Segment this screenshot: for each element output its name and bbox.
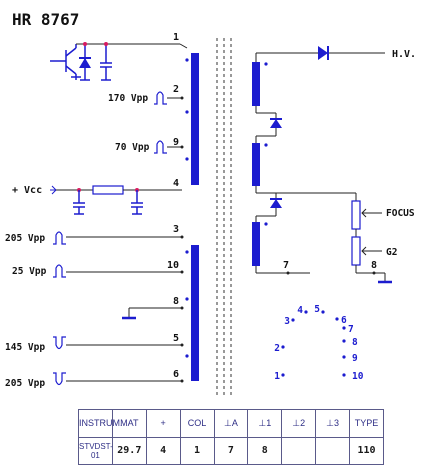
negative-pulse-icon xyxy=(53,336,66,350)
header-col: COL xyxy=(179,409,215,438)
pin-1-label: 1 xyxy=(173,32,179,43)
hv-secondary xyxy=(252,46,385,275)
socket-pin-label: 3 xyxy=(284,316,290,327)
value-ground-2 xyxy=(281,436,317,465)
socket-pin-dot xyxy=(342,339,346,343)
socket-pin-label: 8 xyxy=(352,337,358,348)
pin-10-label: 10 xyxy=(167,260,179,271)
focus-g2-divider xyxy=(256,192,392,284)
header-type: TYPE xyxy=(349,409,384,438)
pulse-pin6-label: 205 Vpp xyxy=(5,378,45,389)
hv-output-label: H.V. xyxy=(392,49,416,60)
auxiliary-winding xyxy=(191,245,199,381)
pulse-pin2-label: 170 Vpp xyxy=(108,93,148,104)
value-plus: 4 xyxy=(145,436,181,465)
positive-pulse-icon xyxy=(53,264,66,278)
focus-label: FOCUS xyxy=(386,208,415,219)
header-mat: MAT xyxy=(111,409,147,438)
header-ground-1: ⊥1 xyxy=(247,409,283,438)
supply-resistor xyxy=(92,185,124,195)
socket-pin-label: 10 xyxy=(352,371,364,382)
socket-pin-label: 5 xyxy=(314,304,320,315)
positive-pulse-icon xyxy=(154,91,167,105)
spec-table-value-row: STVDST-01 29.7 4 1 7 8 110 xyxy=(78,436,384,465)
switch-transistor xyxy=(50,44,81,80)
socket-pin-label: 6 xyxy=(341,315,347,326)
socket-pin-dot xyxy=(342,355,346,359)
socket-pin-dot xyxy=(342,326,346,330)
header-ground-3: ⊥3 xyxy=(315,409,350,438)
pin-6-label: 6 xyxy=(173,369,179,380)
tuning-capacitor xyxy=(100,44,112,81)
value-instrument: STVDST-01 xyxy=(78,436,113,465)
socket-pin-dot xyxy=(321,310,325,314)
focus-resistor xyxy=(351,200,361,230)
g2-label: G2 xyxy=(386,247,397,258)
socket-pin-label: 4 xyxy=(297,305,303,316)
value-ground-1: 8 xyxy=(247,436,283,465)
part-title: HR 8767 xyxy=(12,10,79,29)
spec-table: INSTRUM. MAT + COL ⊥A ⊥1 ⊥2 ⊥3 TYPE STVD… xyxy=(78,409,384,465)
value-type: 110 xyxy=(349,436,384,465)
pin-3-label: 3 xyxy=(173,224,179,235)
pin-9-label: 9 xyxy=(173,137,179,148)
header-plus: + xyxy=(145,409,181,438)
pulse-pin9-label: 70 Vpp xyxy=(115,142,150,153)
pin-4-label: 4 xyxy=(173,178,179,189)
socket-pin-dot xyxy=(304,310,308,314)
pin-2-label: 2 xyxy=(173,84,179,95)
pin-5-label: 5 xyxy=(173,333,179,344)
socket-pin-dot xyxy=(291,318,295,322)
positive-pulse-icon xyxy=(53,231,66,245)
header-ground-2: ⊥2 xyxy=(281,409,317,438)
value-ground-a: 7 xyxy=(213,436,249,465)
socket-pin-dot xyxy=(342,373,346,377)
header-instrument: INSTRUM. xyxy=(78,409,123,438)
socket-pin-dot xyxy=(281,345,285,349)
positive-pulse-icon xyxy=(154,140,167,154)
damper-diode xyxy=(79,44,91,81)
hv-pin7-label: 7 xyxy=(283,260,289,271)
value-mat: 29.7 xyxy=(111,436,147,465)
vcc-label: + Vcc xyxy=(12,185,42,196)
header-ground-a: ⊥A xyxy=(213,409,249,438)
socket-pin-dot xyxy=(281,373,285,377)
pin-8-label: 8 xyxy=(173,296,179,307)
primary-winding xyxy=(191,53,199,185)
socket-pin-dot xyxy=(335,317,339,321)
vcc-supply-line xyxy=(50,185,182,215)
socket-pin-label: 9 xyxy=(352,353,358,364)
hv-rectifier-diode xyxy=(318,46,328,60)
negative-pulse-icon xyxy=(53,372,66,386)
value-ground-3 xyxy=(315,436,350,465)
transformer-core xyxy=(216,38,232,398)
socket-pin-label: 2 xyxy=(274,343,280,354)
socket-pin-label: 7 xyxy=(348,324,354,335)
pulse-pin5-label: 145 Vpp xyxy=(5,342,45,353)
pin8-ground xyxy=(122,306,184,320)
pulse-pin3-label: 205 Vpp xyxy=(5,233,45,244)
g2-resistor xyxy=(351,236,361,266)
g2-pin8-label: 8 xyxy=(371,260,377,271)
spec-table-header-row: INSTRUM. MAT + COL ⊥A ⊥1 ⊥2 ⊥3 TYPE xyxy=(78,409,384,438)
socket-pin-label: 1 xyxy=(274,371,280,382)
value-col: 1 xyxy=(179,436,215,465)
pulse-pin10-label: 25 Vpp xyxy=(12,266,47,277)
